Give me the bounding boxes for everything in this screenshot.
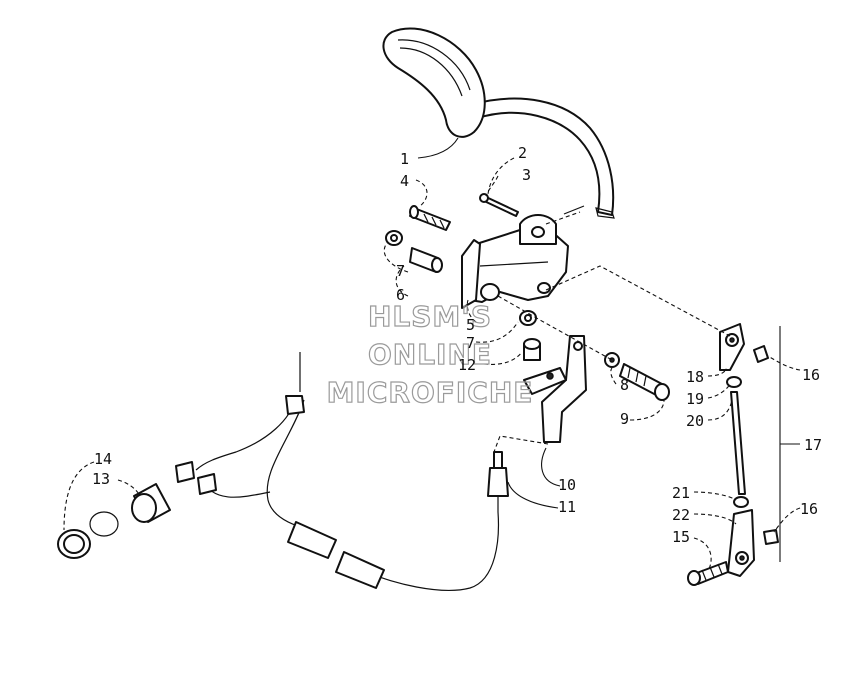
callout-4: 4: [400, 172, 409, 190]
callout-12: 12: [458, 356, 476, 374]
nut-19: [726, 376, 742, 388]
wire-harness: [195, 352, 385, 589]
callout-9: 9: [620, 410, 629, 428]
callout-16-lower: 16: [800, 500, 818, 518]
assembly-lines: [493, 205, 731, 453]
callout-11: 11: [558, 498, 576, 516]
callout-1: 1: [400, 150, 409, 168]
watermark-line-2: ONLINE: [368, 338, 492, 371]
callout-10: 10: [558, 476, 576, 494]
bolt-4: [409, 205, 451, 231]
callout-3: 3: [522, 166, 531, 184]
rod-end-22: [727, 509, 755, 577]
pivot-bracket: [461, 214, 569, 309]
watermark-line-1: HLSM'S: [368, 300, 492, 333]
switch-bracket-10: [523, 335, 587, 443]
callout-6: 6: [396, 286, 405, 304]
callout-leaders: [63, 137, 801, 571]
washer-7-upper: [385, 230, 403, 246]
rod-20: [730, 391, 746, 495]
callout-18: 18: [686, 368, 704, 386]
rod-end-18: [719, 323, 745, 371]
callout-5: 5: [466, 316, 475, 334]
shift-lever: [382, 27, 615, 219]
callout-14: 14: [94, 450, 112, 468]
callout-13: 13: [92, 470, 110, 488]
callout-labels: 1 2 3 4 5 6 7 7 8 9 10 11 12 13 14 15 16…: [92, 144, 822, 546]
callout-17: 17: [804, 436, 822, 454]
nut-21: [733, 496, 749, 508]
bolt-9: [619, 363, 670, 401]
pin-2: [479, 193, 519, 217]
watermark: HLSM'S ONLINE MICROFICHE: [326, 299, 534, 409]
callout-15: 15: [672, 528, 690, 546]
nut-16-lower: [763, 529, 779, 545]
connector-13: [131, 461, 217, 523]
switch-11: [371, 451, 509, 591]
callout-7-upper: 7: [396, 262, 405, 280]
callout-7-lower: 7: [466, 334, 475, 352]
cap-14: [57, 511, 119, 559]
switch-cap-12: [523, 338, 541, 361]
callout-2: 2: [518, 144, 527, 162]
callout-22: 22: [672, 506, 690, 524]
callout-19: 19: [686, 390, 704, 408]
callout-8: 8: [620, 376, 629, 394]
nut-16-upper: [753, 345, 769, 363]
bolt-15: [687, 561, 729, 586]
watermark-line-3: MICROFICHE: [327, 376, 534, 409]
callout-20: 20: [686, 412, 704, 430]
washer-7-lower: [519, 310, 537, 326]
callout-21: 21: [672, 484, 690, 502]
callout-16-upper: 16: [802, 366, 820, 384]
star-washer-8: [604, 352, 620, 368]
bushing-6: [409, 247, 443, 273]
